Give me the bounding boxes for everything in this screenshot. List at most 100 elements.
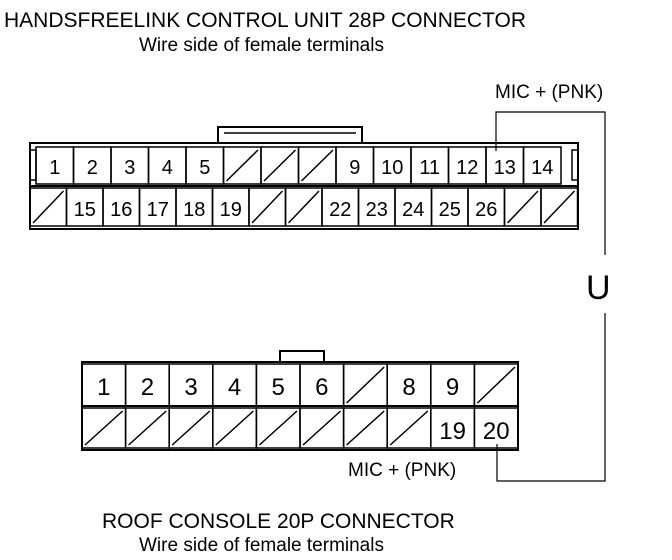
bottom-row1-cell: 1 <box>81 363 127 407</box>
top-row2-cell: 19 <box>211 187 250 227</box>
link-symbol: U <box>586 269 611 307</box>
terminal-number: 3 <box>184 374 197 401</box>
bottom-mic-label: MIC + (PNK) <box>348 460 456 481</box>
unused-terminal-slash <box>258 410 298 446</box>
terminal-number: 22 <box>329 199 351 221</box>
bottom-row1-cell: 5 <box>255 363 301 407</box>
unused-terminal-slash <box>215 410 254 446</box>
terminal-number: 17 <box>147 199 169 221</box>
terminal-number: 23 <box>366 199 388 221</box>
terminal-number: 24 <box>402 199 424 221</box>
unused-terminal-slash <box>84 410 124 446</box>
top-row2-cell: 17 <box>138 187 177 227</box>
top-row1-cell: 10 <box>372 146 412 185</box>
terminal-number: 25 <box>439 199 461 221</box>
mic-wire-upper <box>495 111 606 255</box>
terminal-number: 5 <box>272 374 285 401</box>
terminal-number: 1 <box>97 374 110 401</box>
top-row1-cell: 4 <box>147 146 187 185</box>
terminal-number: 9 <box>446 374 459 401</box>
terminal-number: 15 <box>74 199 96 221</box>
bottom-row1-cell <box>473 363 519 407</box>
terminal-number: 14 <box>531 157 553 179</box>
bottom-row1-cell: 9 <box>430 363 476 407</box>
bottom-row1-cell-border <box>473 363 519 407</box>
terminal-number: 10 <box>381 157 403 179</box>
top-row2-cell: 22 <box>321 187 360 227</box>
terminal-number: 20 <box>483 418 510 445</box>
top-row2-cell: 15 <box>65 187 104 227</box>
top-row1-cell: 11 <box>410 146 450 185</box>
top-row2-cells: 15 16 17 18 19 22 23 24 25 26 <box>29 187 579 227</box>
top-row1-cell: 14 <box>522 146 562 185</box>
unused-terminal-slash <box>32 190 65 224</box>
bottom-row2-cell <box>212 407 258 449</box>
top-row1-cell: 3 <box>110 146 150 185</box>
bottom-row1-cell: 8 <box>386 363 432 407</box>
top-row1-cell: 1 <box>35 146 75 185</box>
terminal-number: 18 <box>183 199 205 221</box>
unused-terminal-slash <box>263 149 297 182</box>
top-connector-subtitle: Wire side of female terminals <box>139 35 384 56</box>
unused-terminal-slash <box>506 190 539 224</box>
terminal-number: 2 <box>87 157 98 179</box>
unused-terminal-slash <box>225 149 259 182</box>
unused-terminal-slash <box>346 366 385 404</box>
bottom-connector-lock-tab <box>279 350 325 362</box>
top-mic-label: MIC + (PNK) <box>495 82 603 103</box>
bottom-row1-cell <box>342 363 388 407</box>
unused-terminal-slash <box>251 190 284 224</box>
top-row1-cell: 5 <box>185 146 225 185</box>
top-row2-cell <box>248 187 287 227</box>
top-row1-cell <box>297 146 337 185</box>
top-row2-cell-border <box>540 187 579 227</box>
mic-wire-lower <box>496 313 606 482</box>
terminal-number: 4 <box>228 374 241 401</box>
bottom-row2-cell <box>168 407 214 449</box>
top-row2-cell <box>284 187 323 227</box>
top-row1-cell <box>260 146 300 185</box>
unused-terminal-slash <box>346 410 385 446</box>
bottom-row2-cell-border <box>473 407 519 449</box>
top-row2-cell <box>29 187 68 227</box>
unused-terminal-slash <box>287 190 320 224</box>
terminal-number: 19 <box>439 418 466 445</box>
terminal-number: 3 <box>124 157 135 179</box>
top-row2-cell <box>540 187 579 227</box>
top-row2-cell <box>503 187 542 227</box>
terminal-number: 26 <box>475 199 497 221</box>
bottom-row2-cell <box>342 407 388 449</box>
bottom-row2-cell: 19 <box>430 407 476 449</box>
top-row1-cell: 9 <box>335 146 375 185</box>
top-connector-lock-tab <box>217 126 363 143</box>
unused-terminal-slash <box>543 190 576 224</box>
top-row2-cell: 16 <box>102 187 141 227</box>
terminal-number: 2 <box>141 374 154 401</box>
top-row1-cell-border <box>522 146 562 185</box>
unused-terminal-slash <box>476 366 516 404</box>
unused-terminal-slash <box>300 149 334 182</box>
bottom-row1-cell: 4 <box>212 363 258 407</box>
top-row2-cell: 24 <box>394 187 433 227</box>
bottom-row2-cell <box>255 407 301 449</box>
terminal-number: 11 <box>419 157 440 179</box>
unused-terminal-slash <box>128 410 167 446</box>
bottom-row1-cell: 3 <box>168 363 214 407</box>
top-row1-cell: 13 <box>485 146 525 185</box>
terminal-number: 12 <box>456 157 478 179</box>
top-row2-cell: 23 <box>357 187 396 227</box>
top-connector-right-notch <box>571 149 578 181</box>
bottom-row1-cell: 6 <box>299 363 345 407</box>
bottom-row2-cell <box>81 407 127 449</box>
top-row2-cell: 25 <box>430 187 469 227</box>
terminal-number: 6 <box>315 374 328 401</box>
terminal-number: 9 <box>349 157 360 179</box>
bottom-row2-cell <box>124 407 170 449</box>
terminal-number: 1 <box>49 157 60 179</box>
top-row1-cell: 2 <box>72 146 112 185</box>
